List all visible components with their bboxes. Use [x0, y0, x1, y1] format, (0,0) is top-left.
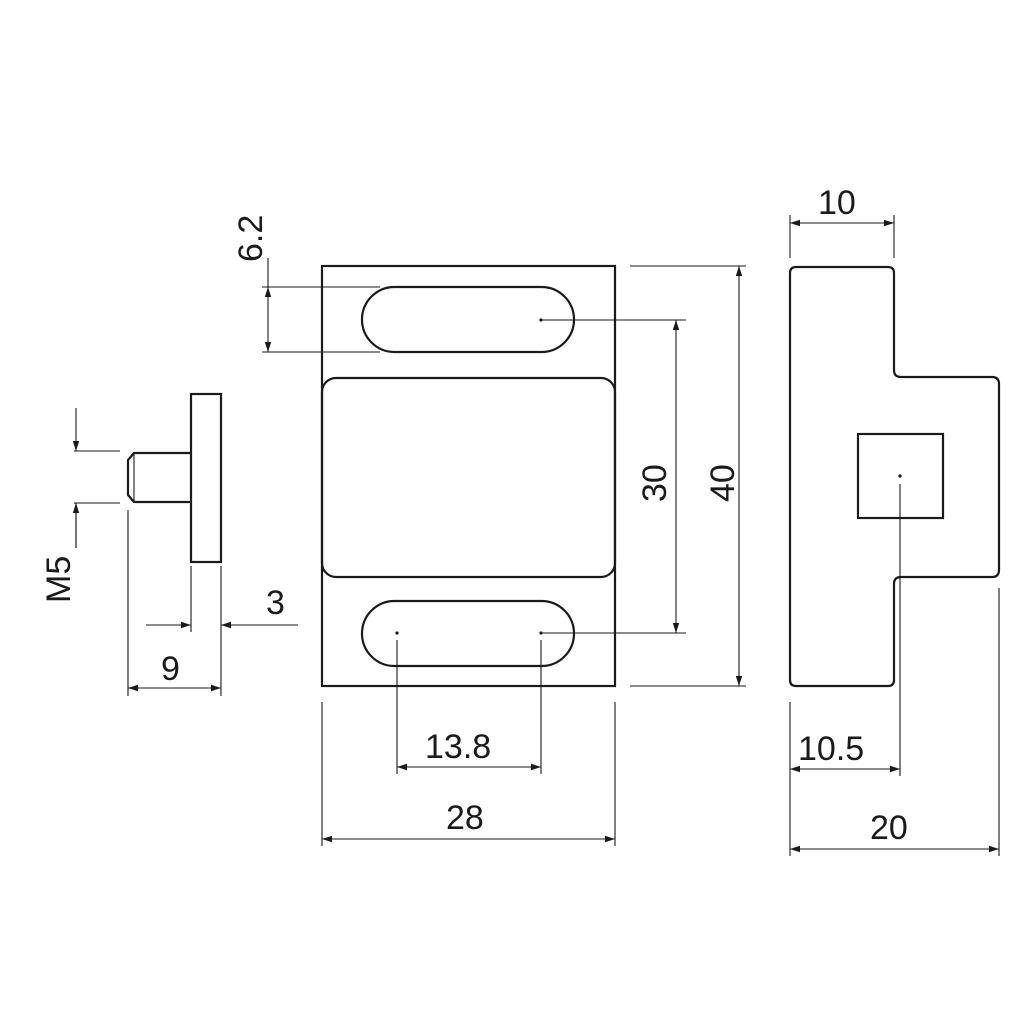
- pin-view: [126, 392, 223, 564]
- dim-slot-width: 6.2: [232, 215, 270, 262]
- side-outline: [788, 265, 1001, 688]
- pin-shaft: [126, 451, 191, 504]
- dim-slot-length: 13.8: [425, 728, 491, 766]
- dim-side-thickness: 10: [818, 184, 856, 222]
- side-view: [788, 265, 1001, 688]
- dim-body-width: 28: [446, 799, 484, 837]
- dim-pin-length: 9: [161, 650, 180, 688]
- side-dimensions: 10 10.5 20: [789, 184, 1000, 856]
- front-view: [320, 264, 617, 688]
- body-outline: [320, 264, 617, 688]
- dim-slot-spacing: 30: [636, 464, 674, 502]
- dim-body-height: 40: [704, 464, 742, 502]
- dim-side-depth: 20: [870, 809, 908, 847]
- pin-dimensions: M5 3 9: [40, 408, 298, 696]
- dim-pin-head-thickness: 3: [266, 584, 285, 622]
- dim-side-offset: 10.5: [798, 730, 864, 768]
- dim-pin-thread: M5: [40, 556, 78, 603]
- front-dimensions: 6.2 30 40 13.8 28: [232, 215, 746, 846]
- pin-head: [189, 392, 223, 564]
- magnet-recess: [320, 376, 617, 579]
